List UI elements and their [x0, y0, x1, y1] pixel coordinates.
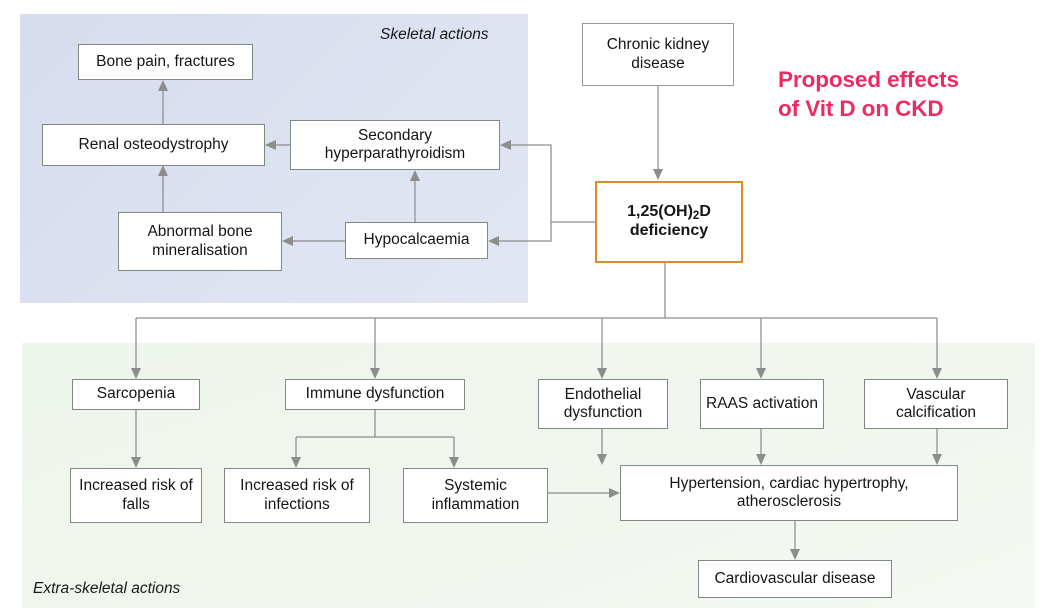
node-cardiovascular-disease[interactable]: Cardiovascular disease: [698, 560, 892, 598]
node-increased-risk-of-falls[interactable]: Increased risk of falls: [70, 468, 202, 523]
deficiency-subscript: 2: [692, 210, 700, 223]
node-renal-osteodystrophy[interactable]: Renal osteodystrophy: [42, 124, 265, 166]
deficiency-formula-line: 1,25(OH)2D: [627, 203, 711, 222]
skeletal-actions-label: Skeletal actions: [380, 26, 489, 43]
node-chronic-kidney-disease[interactable]: Chronic kidney disease: [582, 23, 734, 86]
node-endothelial-dysfunction[interactable]: Endothelial dysfunction: [538, 379, 668, 429]
node-abnormal-bone-mineralisation[interactable]: Abnormal bone mineralisation: [118, 212, 282, 271]
page-title-line-1: Proposed effects: [778, 67, 959, 92]
node-hypocalcaemia[interactable]: Hypocalcaemia: [345, 222, 488, 259]
node-hypertension-cardiac-hypertrophy-atherosclerosis[interactable]: Hypertension, cardiac hypertrophy, ather…: [620, 465, 958, 521]
node-immune-dysfunction[interactable]: Immune dysfunction: [285, 379, 465, 410]
deficiency-formula-tail: D: [699, 203, 711, 221]
page-title: Proposed effects of Vit D on CKD: [778, 66, 1028, 124]
node-vascular-calcification[interactable]: Vascular calcification: [864, 379, 1008, 429]
node-bone-pain-fractures[interactable]: Bone pain, fractures: [78, 44, 253, 80]
deficiency-label-line: deficiency: [629, 222, 709, 239]
deficiency-formula-head: 1,25(OH): [627, 203, 693, 221]
node-vitamin-d-deficiency[interactable]: 1,25(OH)2D deficiency: [595, 181, 743, 263]
node-systemic-inflammation[interactable]: Systemic inflammation: [403, 468, 548, 523]
page-title-line-2: of Vit D on CKD: [778, 95, 944, 121]
extra-skeletal-actions-label: Extra-skeletal actions: [33, 580, 181, 597]
node-raas-activation[interactable]: RAAS activation: [700, 379, 824, 429]
node-increased-risk-of-infections[interactable]: Increased risk of infections: [224, 468, 370, 523]
node-secondary-hyperparathyroidism[interactable]: Secondary hyperparathyroidism: [290, 120, 500, 170]
node-sarcopenia[interactable]: Sarcopenia: [72, 379, 200, 410]
